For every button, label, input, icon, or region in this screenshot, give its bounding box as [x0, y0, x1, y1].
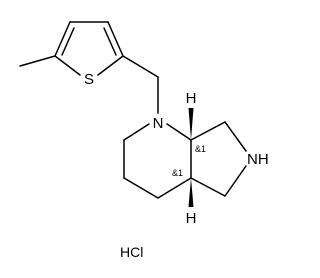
- pyrrolidine-bond-n6-c5: [224, 165, 247, 197]
- pyrrolidine-bond-c7a-c7: [190, 121, 226, 141]
- piperidine-bond-n-c2: [123, 123, 150, 141]
- hydrochloride-label: HCl: [120, 244, 143, 260]
- thiophene-double-bond-c3-c2: [103, 27, 117, 56]
- methylene-bond-thiophene: [122, 55, 159, 78]
- stereo-hydrogen-top: H: [186, 90, 197, 107]
- pyrrolidine-bond-c5-c4a: [190, 177, 226, 197]
- sulfur-atom-label: S: [84, 71, 94, 88]
- thiophene-bond-c3-c2: [107, 21, 124, 57]
- pyrrolidine-nitrogen-label: NH: [247, 151, 269, 168]
- stereo-hydrogen-bottom: H: [186, 210, 197, 227]
- thiophene-bond-c5-c4: [54, 21, 71, 57]
- stereo-label-upper: &1: [195, 144, 206, 154]
- thiophene-double-bond-c5-c4: [61, 27, 75, 56]
- piperidine-bond-c4-c4a: [157, 177, 192, 199]
- thiophene-bond-s-c5: [54, 55, 81, 76]
- chemical-structure-figure: S N NH H H &1 &1 HCl: [19, 21, 269, 260]
- methyl-bond: [19, 55, 56, 67]
- molecule-drawing: S N NH H H &1 &1 HCl: [19, 21, 269, 260]
- piperidine-bond-n-c7a: [166, 123, 192, 141]
- thiophene-bond-c2-s: [97, 55, 124, 76]
- piperidine-bond-c3-c4: [123, 177, 159, 199]
- ring-nitrogen-label: N: [153, 115, 164, 132]
- stereo-wedge-bottom: [188, 178, 194, 207]
- pyrrolidine-bond-c7-n6: [224, 121, 247, 152]
- stereo-wedge-top: [188, 108, 194, 140]
- stereo-label-lower: &1: [172, 168, 183, 178]
